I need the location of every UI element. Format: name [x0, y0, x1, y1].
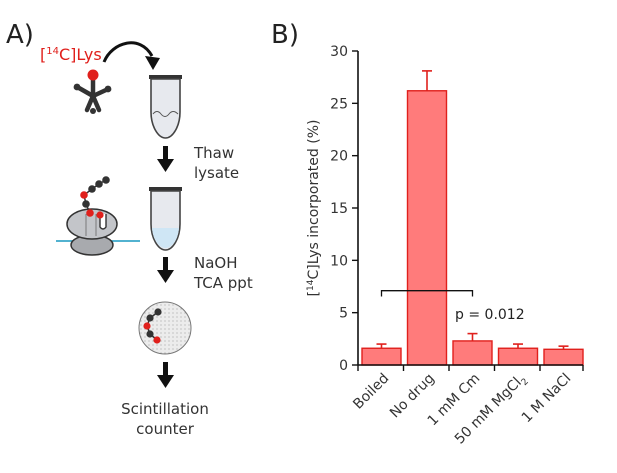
bar-3 — [452, 340, 493, 366]
y-tick-label: 0 — [339, 358, 348, 374]
bar-2 — [406, 90, 448, 366]
panel-b-label: B) — [271, 20, 299, 50]
tracer-label: [14C]Lys — [40, 45, 102, 64]
bars — [361, 90, 584, 366]
bracket-line — [380, 290, 474, 297]
curved-arrow-icon — [102, 41, 160, 70]
y-axis-label: [14C]Lys incorporated (%) — [306, 120, 322, 297]
significance-bracket — [380, 290, 474, 297]
panel-b-chart: B) [14C]Lys incorporated (%) 0 5 10 15 20 25 3… — [271, 20, 584, 447]
y-tick-label: 25 — [330, 96, 348, 112]
y-axis: 0 5 10 15 20 25 30 — [330, 44, 359, 374]
ribosome-icon — [56, 176, 140, 256]
panel-a-label: A) — [6, 20, 34, 50]
bar-4 — [497, 347, 539, 366]
down-arrow-icon — [157, 362, 174, 388]
y-tick-label: 30 — [330, 44, 348, 60]
down-arrow-icon — [157, 146, 174, 172]
step-2-line1: NaOH — [194, 254, 238, 272]
step-2-line2: TCA ppt — [193, 274, 253, 292]
x-tick-label: Boiled — [350, 371, 392, 413]
x-tick-label: 1 M NaCl — [519, 371, 575, 427]
down-arrow-icon — [157, 257, 174, 283]
trna-icon — [73, 69, 112, 114]
panel-a-schematic: A) [14C]Lys Tha — [6, 20, 253, 438]
y-tick-label: 10 — [330, 253, 348, 269]
tube-icon — [149, 187, 182, 251]
bar-1 — [361, 347, 402, 366]
y-tick-label: 20 — [330, 149, 348, 165]
error-bars — [376, 70, 569, 350]
p-value-label: p = 0.012 — [455, 307, 525, 323]
tube-icon — [149, 75, 182, 139]
filter-disk-icon — [138, 301, 192, 355]
bar-5 — [543, 348, 584, 366]
y-tick-label: 15 — [330, 201, 348, 217]
step-1-line2: lysate — [194, 164, 239, 182]
step-1-line1: Thaw — [193, 144, 234, 162]
final-line2: counter — [136, 420, 195, 438]
y-tick-label: 5 — [339, 306, 348, 322]
final-line1: Scintillation — [121, 400, 209, 418]
